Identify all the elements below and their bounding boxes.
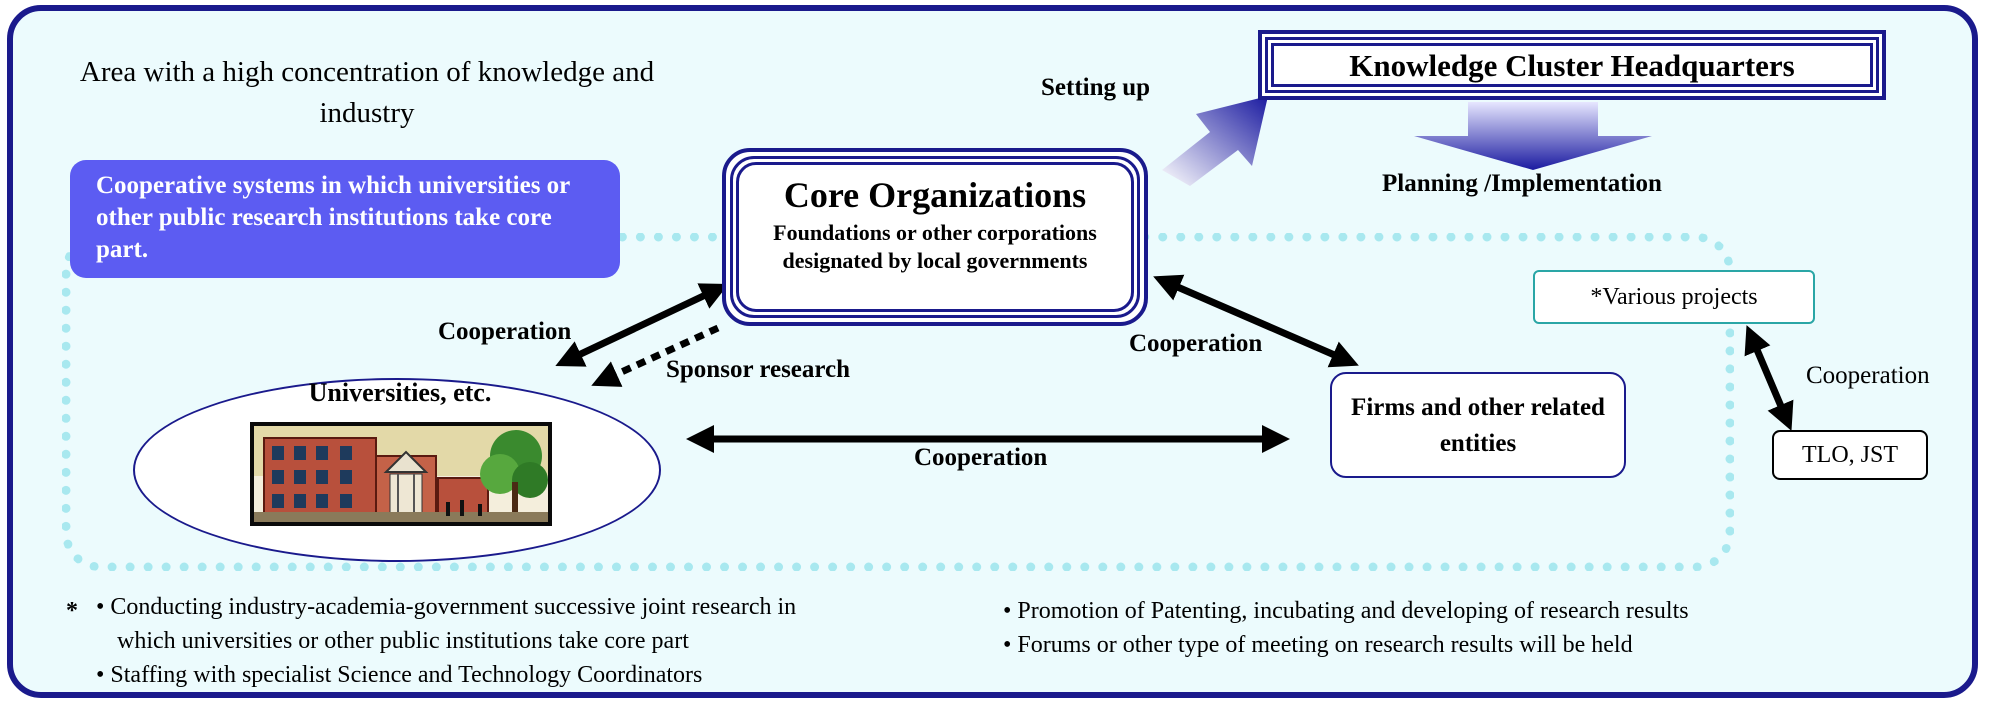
planning-label: Planning /Implementation <box>1382 170 1662 197</box>
cooperation-label-projects-tlo: Cooperation <box>1806 362 1930 389</box>
core-subtitle: Foundations or other corporations design… <box>773 220 1097 273</box>
bullet-right-1: • Promotion of Patenting, incubating and… <box>1003 598 1689 624</box>
sponsor-research-arrow <box>591 324 720 387</box>
cooperation-label-univ-firms: Cooperation <box>914 444 1048 471</box>
various-projects-box: *Various projects <box>1533 270 1815 324</box>
firms-box: Firms and other related entities <box>1330 372 1626 478</box>
university-building-icon <box>250 422 552 526</box>
sponsor-research-label: Sponsor research <box>666 356 851 383</box>
coop-univ-core-arrow <box>555 283 729 367</box>
coop-core-firms-arrow <box>1153 274 1359 368</box>
cooperation-label-core-firms: Cooperation <box>1129 330 1263 357</box>
bullets-left: • Conducting industry-academia-governmen… <box>96 590 796 692</box>
universities-label: Universities, etc. <box>308 378 492 407</box>
headquarters-box: Knowledge Cluster Headquarters <box>1258 30 1886 100</box>
cooperation-label-univ-core: Cooperation <box>438 318 572 345</box>
core-organizations-box: Core Organizations Foundations or other … <box>722 148 1148 326</box>
diagram-frame <box>7 5 1978 698</box>
setting-up-label: Setting up <box>1041 74 1151 101</box>
bullet-left-1: • Conducting industry-academia-governmen… <box>96 594 797 620</box>
planning-arrow <box>1414 102 1652 170</box>
area-title: Area with a high concentration of knowle… <box>79 56 655 129</box>
bullets-right: • Promotion of Patenting, incubating and… <box>1003 594 1689 662</box>
coop-projects-tlo-arrow <box>1744 325 1794 431</box>
headquarters-title: Knowledge Cluster Headquarters <box>1271 43 1873 87</box>
core-title: Core Organizations <box>783 175 1087 215</box>
bullet-right-2: • Forums or other type of meeting on res… <box>1003 632 1633 658</box>
bullet-left-2: • Staffing with specialist Science and T… <box>96 662 703 688</box>
asterisk-marker: * <box>66 598 78 624</box>
setting-up-arrow <box>1162 96 1268 186</box>
bullet-left-1-cont: which universities or other public insti… <box>117 628 689 654</box>
tlo-jst-box: TLO, JST <box>1772 430 1928 480</box>
cooperative-systems-box: Cooperative systems in which universitie… <box>70 160 620 278</box>
